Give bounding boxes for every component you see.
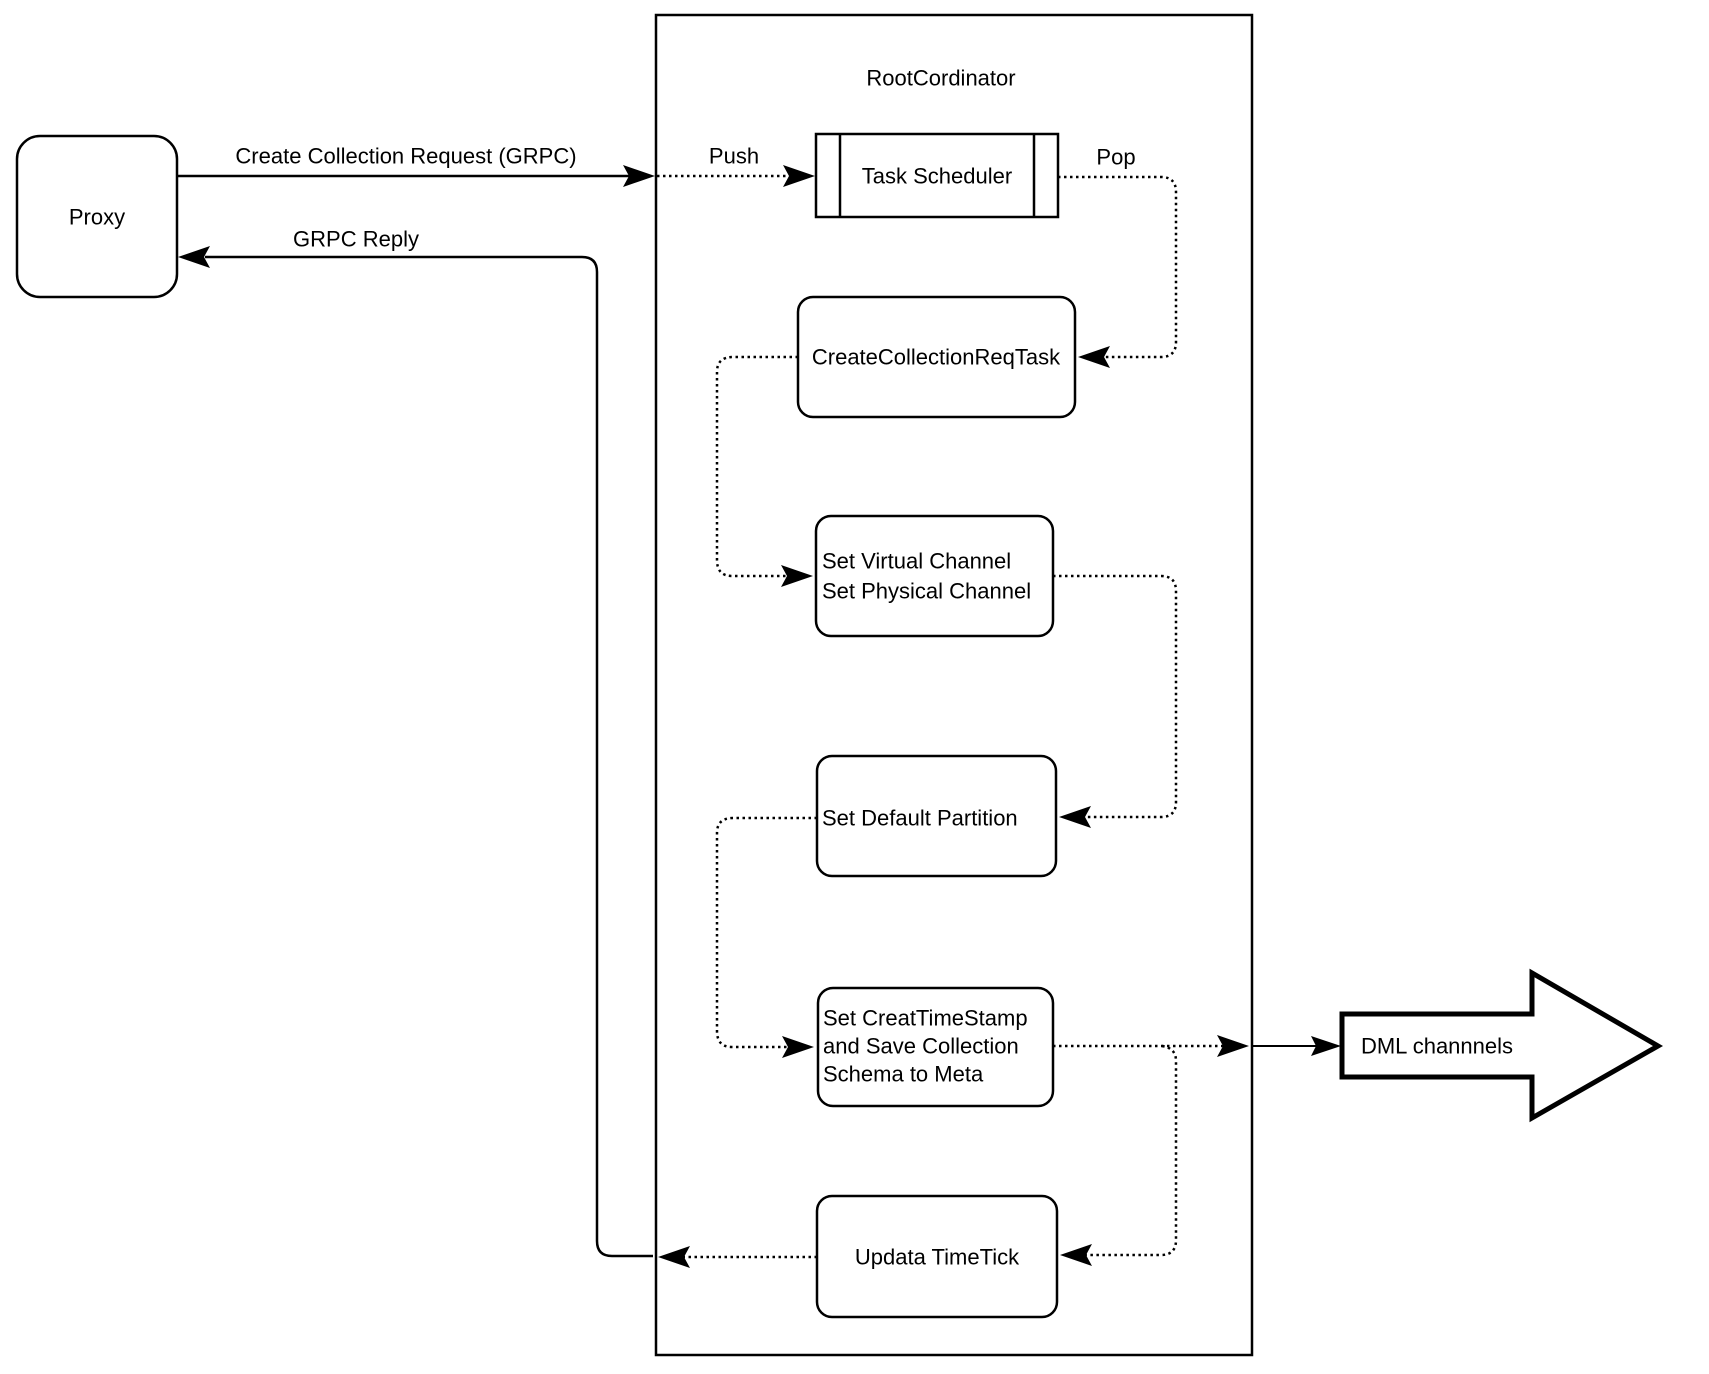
push-label: Push	[709, 144, 759, 169]
set-default-partition-node	[815, 754, 1058, 878]
grpc-reply-label: GRPC Reply	[293, 227, 419, 252]
create-collection-request-label: Create Collection Request (GRPC)	[235, 144, 576, 169]
reqtask-to-setchannel-arrow	[715, 355, 813, 587]
set-channel-label-line2: Set Physical Channel	[822, 579, 1031, 604]
set-channel-node	[814, 514, 1055, 638]
proxy-node	[15, 134, 179, 299]
grpc-reply-arrow	[178, 246, 653, 1258]
partition-to-timestamp-arrow	[715, 816, 817, 1058]
setchannel-to-partition-arrow	[1053, 574, 1178, 828]
create-collection-request-arrow	[177, 165, 655, 187]
task-scheduler-label: Task Scheduler	[862, 164, 1012, 189]
to-dml-channels-arrow	[1252, 1036, 1341, 1056]
rootcoordinator-container	[654, 13, 1254, 1357]
rootcoordinator-label: RootCordinator	[866, 66, 1015, 91]
dml-channels-label: DML channnels	[1361, 1034, 1513, 1059]
create-collection-req-task-label: CreateCollectionReqTask	[812, 345, 1061, 370]
set-timestamp-label-line2: and Save Collection	[823, 1034, 1019, 1059]
timestamp-to-updata-arrow	[1060, 1044, 1178, 1266]
set-timestamp-label-line3: Schema to Meta	[823, 1062, 984, 1087]
updata-to-reply-arrow	[658, 1246, 817, 1268]
timestamp-to-dml-arrow	[1053, 1035, 1249, 1057]
pop-label: Pop	[1096, 145, 1135, 170]
set-timestamp-label-line1: Set CreatTimeStamp	[823, 1006, 1028, 1031]
dml-channels-shape	[1339, 968, 1664, 1123]
pop-arrow	[1058, 175, 1178, 368]
push-arrow	[657, 165, 815, 187]
set-channel-label-line1: Set Virtual Channel	[822, 549, 1011, 574]
updata-timetick-label: Updata TimeTick	[855, 1245, 1020, 1270]
set-default-partition-label: Set Default Partition	[822, 806, 1018, 831]
task-scheduler-node	[814, 132, 1060, 219]
proxy-label: Proxy	[69, 205, 125, 230]
